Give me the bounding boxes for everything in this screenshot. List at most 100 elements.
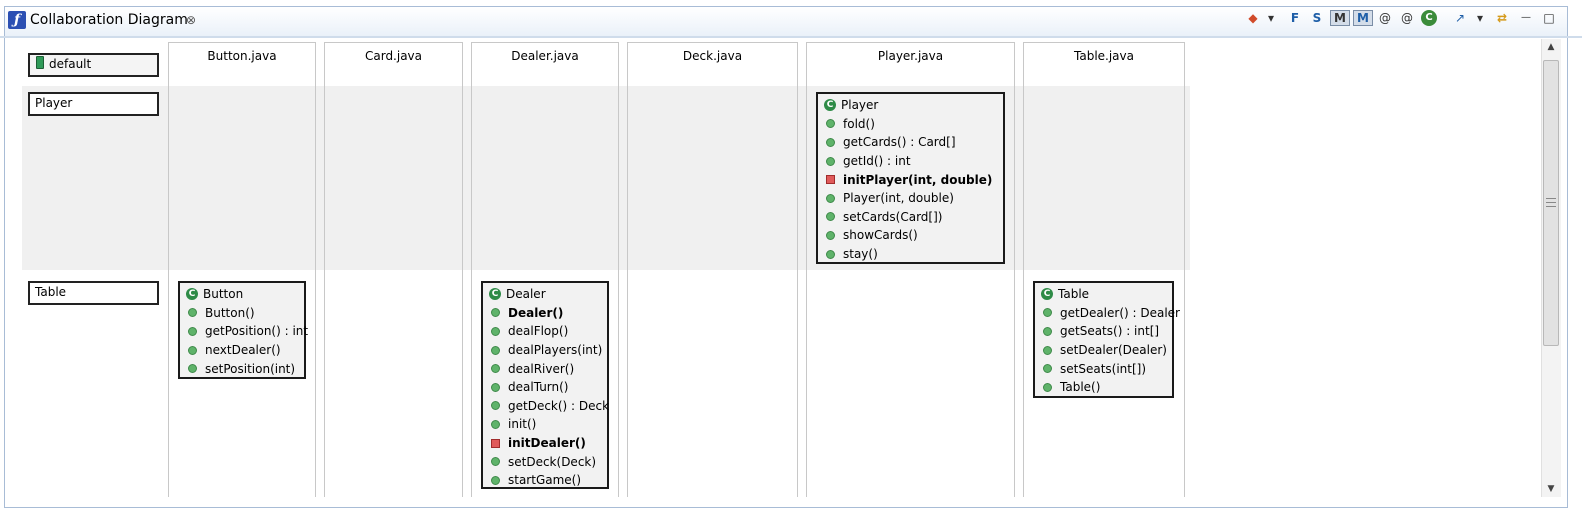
method-label: init() <box>508 417 537 432</box>
show-methods-icon[interactable]: M <box>1330 10 1350 26</box>
method-label: initPlayer(int, double) <box>843 172 993 187</box>
row-label-table[interactable]: Table <box>28 281 159 305</box>
view-tab[interactable] <box>4 6 1568 36</box>
public-method-icon <box>188 326 197 336</box>
method-label: Button() <box>205 305 255 320</box>
class-box-player[interactable]: C Player fold()getCards() : Card[] getId() … <box>816 92 1005 264</box>
filter-fields-icon[interactable]: F <box>1290 11 1300 25</box>
column-header-dealer[interactable]: Dealer.java <box>511 49 579 63</box>
class-icon: C <box>824 99 836 112</box>
method-row[interactable]: fold() <box>824 115 997 134</box>
public-method-icon <box>491 308 500 318</box>
public-method-icon <box>826 137 835 147</box>
public-method-icon <box>826 119 835 129</box>
method-row[interactable]: initPlayer(int, double) <box>824 170 997 189</box>
method-row[interactable]: dealPlayers(int) <box>489 341 602 360</box>
method-row[interactable]: initDealer() <box>489 434 601 453</box>
public-method-icon <box>491 364 500 374</box>
column-divider <box>462 42 463 497</box>
method-row[interactable]: setSeats(int[]) <box>1041 359 1166 378</box>
method-row[interactable]: init() <box>489 415 601 434</box>
method-label: setDealer(Dealer) <box>1060 343 1167 358</box>
row-label-player[interactable]: Player <box>28 92 159 116</box>
method-label: dealFlop() <box>508 324 569 339</box>
tab-title[interactable]: Collaboration Diagram <box>30 12 188 28</box>
method-row[interactable]: Table() <box>1041 378 1166 397</box>
method-row[interactable]: getPosition() : int <box>186 322 308 341</box>
method-label: showCards() <box>843 228 918 243</box>
class-icon: C <box>1041 288 1053 301</box>
method-row[interactable]: dealFlop() <box>489 322 601 341</box>
method-row[interactable]: Button() <box>186 304 298 323</box>
method-row[interactable]: getCards() : Card[] <box>824 133 997 152</box>
export-icon[interactable]: ↗ <box>1454 11 1466 25</box>
column-header-player[interactable]: Player.java <box>877 49 944 63</box>
annotation-i-icon[interactable]: @ <box>1401 11 1413 25</box>
class-header[interactable]: C Player <box>824 96 997 115</box>
scroll-up-icon[interactable]: ▲ <box>1547 42 1555 52</box>
class-name: Dealer <box>506 287 546 302</box>
class-c-icon[interactable]: C <box>1421 10 1437 26</box>
show-members-icon[interactable]: M <box>1353 10 1373 26</box>
public-method-icon <box>826 156 835 166</box>
close-icon[interactable]: ⊗ <box>186 13 197 27</box>
method-label: getCards() : Card[] <box>843 135 956 150</box>
public-method-icon <box>188 345 197 355</box>
method-row[interactable]: getDealer() : Dealer <box>1041 304 1180 323</box>
sync-icon[interactable]: ⇄ <box>1496 11 1508 25</box>
method-row[interactable]: dealRiver() <box>489 359 601 378</box>
column-divider <box>315 42 316 497</box>
public-method-icon <box>491 326 500 336</box>
column-header-button[interactable]: Button.java <box>207 49 277 63</box>
method-row[interactable]: getDeck() : Deck <box>489 397 609 416</box>
column-header-card[interactable]: Card.java <box>364 49 423 63</box>
method-row[interactable]: setPosition(int) <box>186 359 298 378</box>
method-row[interactable]: stay() <box>824 245 997 264</box>
grip-icon <box>1546 198 1556 207</box>
method-label: setDeck(Deck) <box>508 454 597 469</box>
column-divider <box>797 42 798 497</box>
grip-icon-mid <box>1546 202 1556 203</box>
method-row[interactable]: setDealer(Dealer) <box>1041 341 1167 360</box>
method-label: getDealer() : Dealer <box>1060 305 1180 320</box>
method-row[interactable]: getId() : int <box>824 152 997 171</box>
method-row[interactable]: startGame() <box>489 471 601 490</box>
column-top-edge <box>806 42 1015 43</box>
shapes-menu-icon[interactable]: ◆ <box>1248 11 1258 25</box>
column-top-edge <box>471 42 619 43</box>
annotation-c-icon[interactable]: @ <box>1379 11 1391 25</box>
method-label: getDeck() : Deck <box>508 398 610 413</box>
public-method-icon <box>188 364 197 374</box>
method-row[interactable]: showCards() <box>824 226 997 245</box>
minimize-icon[interactable]: — <box>1521 12 1531 23</box>
method-row[interactable]: getSeats() : int[] <box>1041 322 1166 341</box>
column-header-deck[interactable]: Deck.java <box>682 49 743 63</box>
public-method-icon <box>188 308 197 318</box>
column-top-edge <box>168 42 316 43</box>
column-divider <box>471 42 472 497</box>
dropdown-arrow-icon[interactable]: ▾ <box>1476 11 1484 25</box>
scroll-down-icon[interactable]: ▼ <box>1547 484 1555 494</box>
column-header-table[interactable]: Table.java <box>1074 49 1134 63</box>
maximize-icon[interactable]: □ <box>1543 11 1555 25</box>
column-top-edge <box>324 42 463 43</box>
class-name: Player <box>841 98 879 113</box>
dropdown-arrow-icon[interactable]: ▾ <box>1267 11 1275 25</box>
method-row[interactable]: Dealer() <box>489 304 601 323</box>
public-method-icon <box>826 193 835 203</box>
column-top-edge <box>1023 42 1185 43</box>
method-row[interactable]: nextDealer() <box>186 341 298 360</box>
package-box[interactable]: default <box>28 53 159 77</box>
scroll-thumb[interactable] <box>1543 60 1559 346</box>
method-row[interactable]: Player(int, double) <box>824 189 997 208</box>
method-row[interactable]: setDeck(Deck) <box>489 452 601 471</box>
method-row[interactable]: dealTurn() <box>489 378 601 397</box>
filter-statics-icon[interactable]: S <box>1312 11 1322 25</box>
method-row[interactable]: setCards(Card[]) <box>824 208 997 227</box>
